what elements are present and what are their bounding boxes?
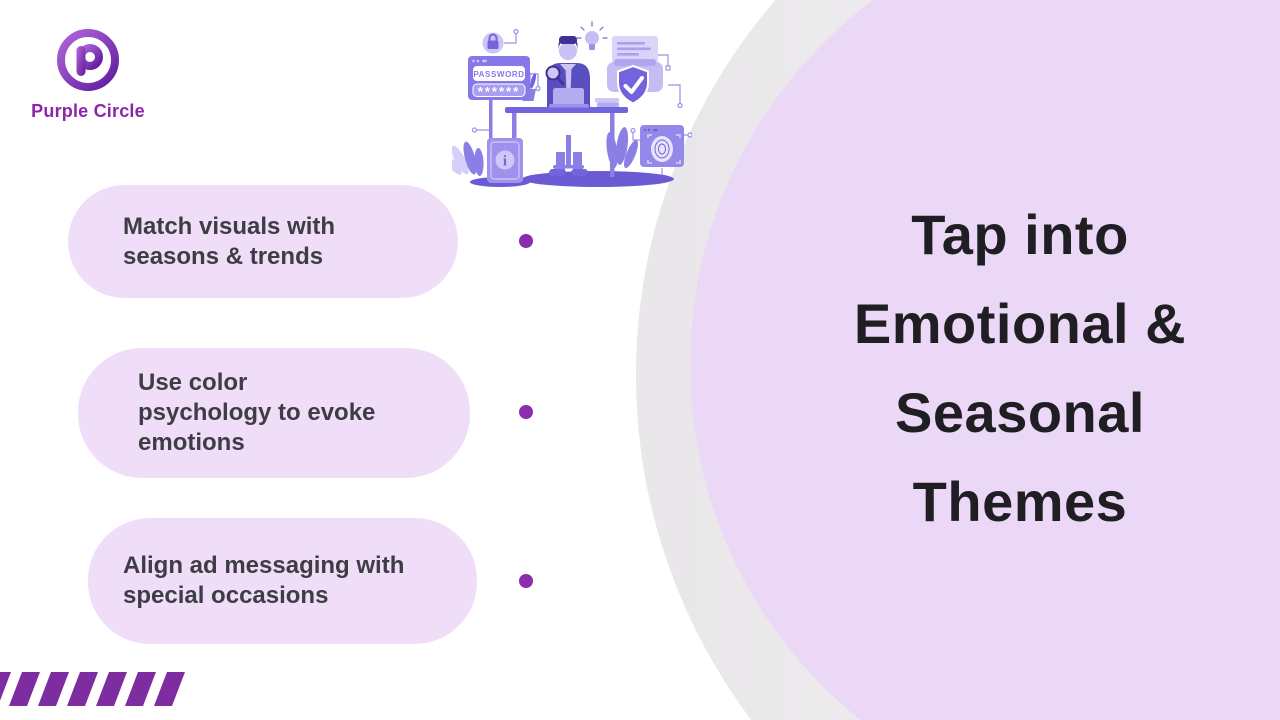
fingerprint-panel [640,125,684,167]
logo-text: Purple Circle [31,101,145,121]
bullet-card-1: Match visuals with seasons & trends [68,185,458,298]
bullet-line: psychology to evoke [138,399,376,426]
bullet-dot-1 [519,234,533,248]
bullet-line: Use color [138,369,248,396]
security-illustration: PASSWORD ****** [452,21,692,187]
magnifier-icon [545,65,561,81]
bg-circle-purple [690,0,1280,720]
bullet-dot-3 [519,574,533,588]
bullet-card-2: Use color psychology to evoke emotions [78,348,470,478]
lock-icon [482,32,504,54]
title-line: Tap into [911,203,1129,266]
password-label: PASSWORD [473,70,524,79]
info-book: i [487,138,523,183]
password-window: PASSWORD ****** [468,56,530,160]
laptop [549,88,589,108]
page-title: Tap into Emotional & Seasonal Themes [800,190,1240,546]
bullet-card-3: Align ad messaging with special occasion… [88,518,477,644]
logo-mark-icon [57,29,119,91]
books-stack [595,98,619,107]
bullet-line: Align ad messaging with [123,552,405,579]
bg-ring-gray [636,0,902,720]
password-mask: ****** [478,84,520,99]
bullet-dot-2 [519,405,533,419]
logo: Purple Circle [28,26,148,122]
bullet-line: seasons & trends [123,242,324,270]
plant-left [452,141,484,176]
title-line: Themes [912,470,1128,533]
lightbulb-icon [576,21,608,50]
bullet-line: Match visuals with [123,212,336,240]
plant-right [606,127,638,169]
stripes-decoration [0,672,185,706]
bullet-line: special occasions [123,582,329,609]
shield-check-icon [617,64,649,105]
info-icon: i [503,154,507,170]
title-line: Seasonal [895,381,1145,444]
ground-shadow [522,171,674,187]
title-line: Emotional & [853,292,1187,355]
bullet-line: emotions [138,429,245,456]
